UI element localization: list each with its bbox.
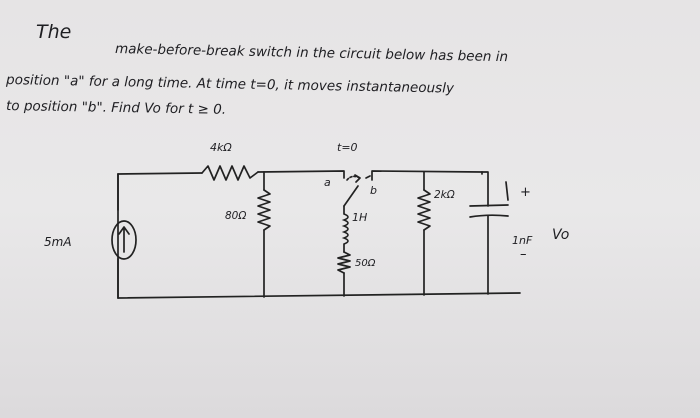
wire-top-left	[117, 172, 203, 175]
wire-cap-top	[481, 171, 489, 207]
label-80: 80Ω	[225, 210, 246, 222]
label-plus: +	[520, 185, 531, 200]
switch-contact-b	[365, 175, 371, 179]
resistor-4k	[201, 165, 259, 181]
label-minus: –	[520, 247, 527, 262]
capacitor-plate-bottom	[469, 214, 509, 218]
label-switch-a: a	[324, 176, 331, 189]
label-4k: 4kΩ	[210, 141, 232, 154]
wire-top-mid	[257, 170, 345, 179]
problem-line-1: make-before-break switch in the circuit …	[115, 41, 508, 65]
label-50: 50Ω	[355, 258, 376, 269]
capacitor-plate-top	[469, 204, 509, 207]
label-1nf: 1nF	[512, 234, 533, 247]
label-1h: 1H	[352, 211, 367, 224]
problem-line-3: to position "b". Find Vo for t ≥ 0.	[6, 98, 226, 118]
switch-blade	[343, 185, 359, 207]
label-switch-time: t=0	[337, 141, 358, 154]
resistor-80	[257, 189, 271, 231]
problem-title-word: The	[36, 21, 71, 43]
output-terminal-top	[505, 181, 509, 201]
inductor-1h	[341, 213, 349, 245]
label-vo: Vo	[552, 227, 569, 243]
wire-top-right	[371, 170, 483, 181]
label-2k: 2kΩ	[434, 189, 455, 201]
resistor-2k	[417, 189, 431, 231]
resistor-50	[337, 251, 351, 274]
label-source: 5mA	[44, 235, 72, 249]
problem-line-2: position "a" for a long time. At time t=…	[5, 72, 455, 97]
label-switch-b: b	[370, 184, 377, 197]
current-source-arrow	[118, 226, 130, 253]
current-source	[111, 220, 137, 260]
switch-arrow-head	[354, 174, 361, 183]
wire-bottom	[117, 292, 521, 299]
